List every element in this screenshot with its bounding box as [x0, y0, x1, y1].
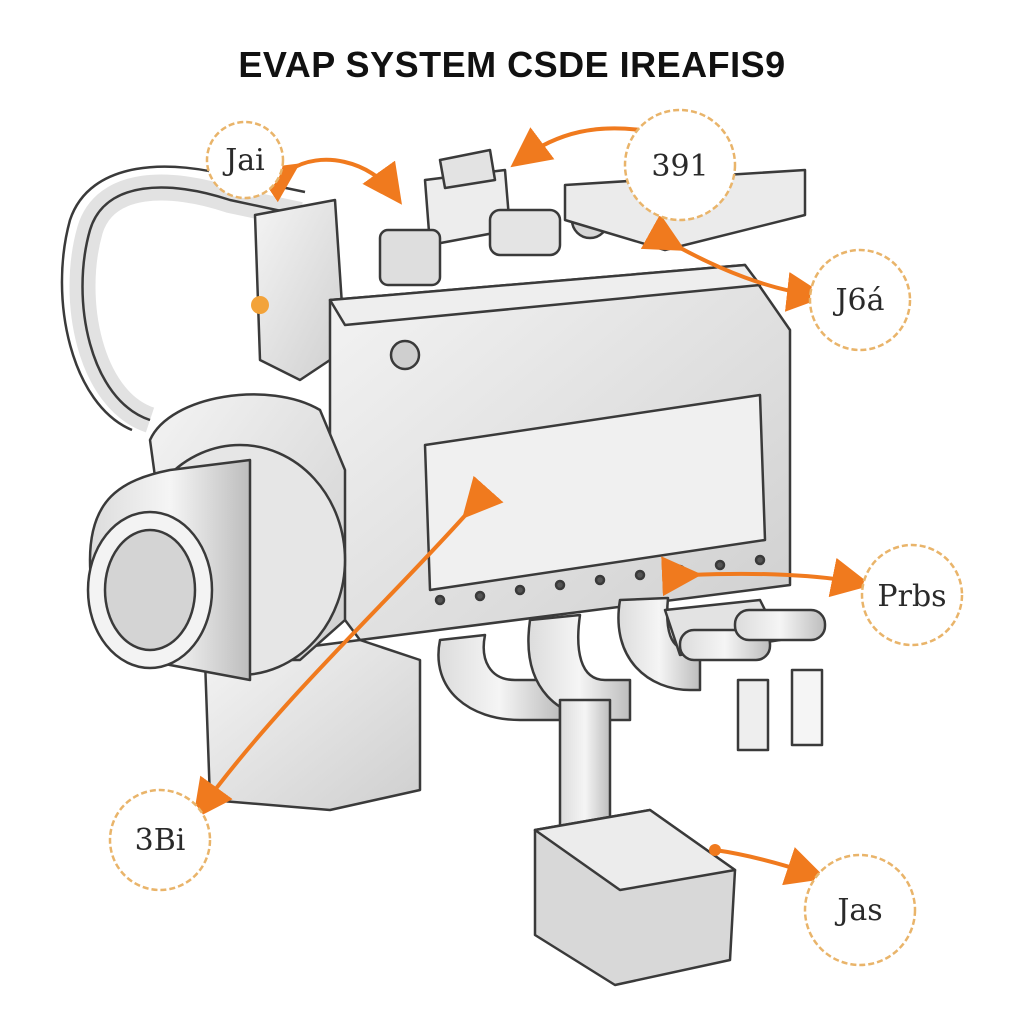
callout-label-jas: Jas [834, 893, 882, 928]
callouts: Jai 391 J6á Prbs 3Bi Jas [108, 108, 964, 967]
accent-dot [251, 296, 269, 314]
arrow-jai [255, 157, 402, 205]
callout-jai: Jai [205, 120, 285, 200]
arrow-jas-origin [709, 844, 721, 856]
arrow-3bi [192, 475, 504, 820]
callout-label-jai: Jai [222, 143, 265, 178]
callout-label-3bi: 3Bi [135, 823, 186, 858]
arrow-prbs [661, 556, 872, 598]
arrow-391 [510, 126, 642, 168]
top-components [378, 148, 610, 371]
arrow-j6a [640, 213, 827, 312]
callout-label-prbs: Prbs [877, 579, 946, 614]
intake-pipe [86, 443, 347, 682]
callout-3bi: 3Bi [108, 788, 212, 892]
callout-label-j6a: J6á [833, 283, 885, 318]
arrow-jas [713, 847, 827, 886]
right-tubes [663, 598, 827, 752]
diagram-title: EVAP SYSTEM CSDE IREAFIS9 [238, 44, 786, 85]
callout-arrows [192, 126, 872, 886]
callout-jas: Jas [803, 853, 917, 967]
callout-label-391: 391 [651, 149, 708, 184]
callout-j6a: J6á [808, 248, 912, 352]
callout-391: 391 [623, 108, 737, 222]
callout-prbs: Prbs [860, 543, 964, 647]
